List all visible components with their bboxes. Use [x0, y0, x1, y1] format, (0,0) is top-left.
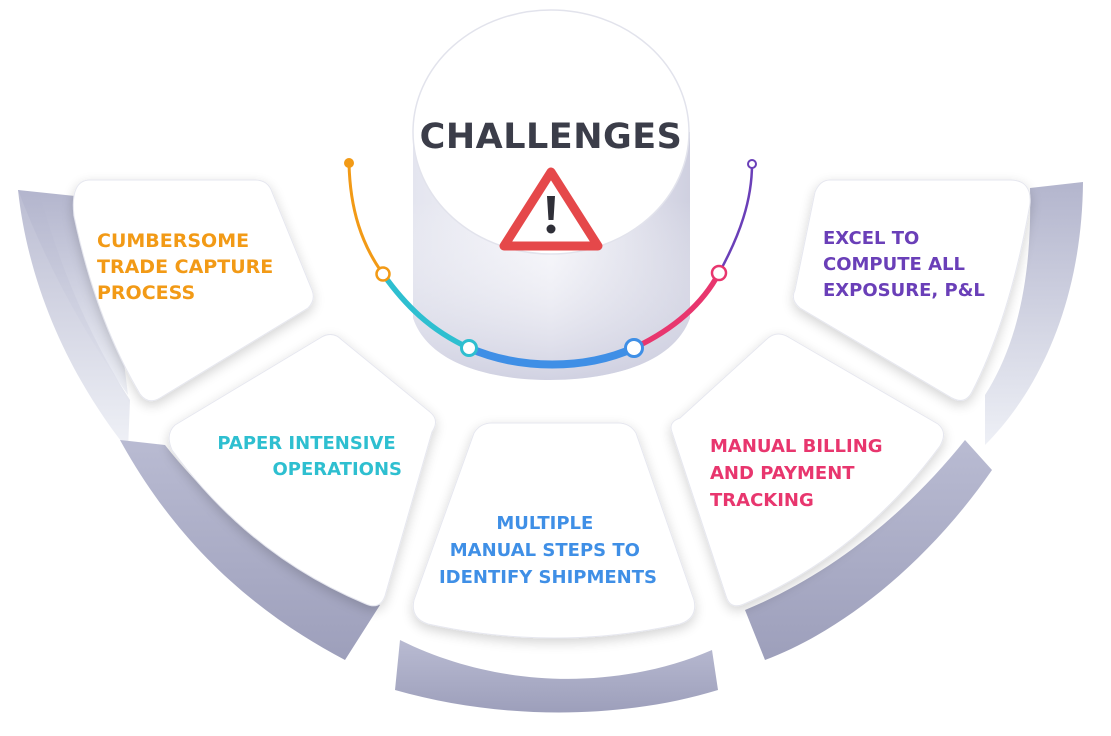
- label-trade-capture: CUMBERSOME TRADE CAPTURE PROCESS: [97, 230, 280, 304]
- center-hub: CHALLENGES: [412, 9, 690, 380]
- card-trade-capture: [72, 179, 314, 402]
- arc-pink: [631, 270, 722, 351]
- page-title: CHALLENGES: [420, 117, 683, 157]
- rim-segment-lower-right: [745, 440, 992, 660]
- label-excel-exposure: EXCEL TO COMPUTE ALL EXPOSURE, P&L: [823, 228, 985, 301]
- connector-arc: [344, 158, 757, 369]
- arc-node-blue: [624, 338, 644, 358]
- rim-segment-right: [985, 182, 1083, 445]
- card-identify-shipments: [412, 422, 696, 639]
- label-paper-operations: PAPER INTENSIVE OPERATIONS: [217, 433, 402, 480]
- arc-cyan: [380, 271, 472, 351]
- arc-endpoint-orange: [344, 158, 354, 168]
- card-excel-exposure: [792, 179, 1031, 401]
- label-identify-shipments: MULTIPLE MANUAL STEPS TO IDENTIFY SHIPME…: [439, 513, 657, 588]
- arc-blue: [465, 344, 638, 369]
- warning-icon: [499, 167, 603, 251]
- cards: [72, 179, 1031, 639]
- card-billing-payment: [670, 333, 944, 607]
- arc-endpoint-purple: [747, 159, 757, 169]
- arc-node-cyan: [460, 339, 478, 357]
- arc-purple: [717, 162, 754, 275]
- arc-node-pink: [710, 264, 728, 282]
- challenge-labels: CUMBERSOME TRADE CAPTURE PROCESS PAPER I…: [97, 228, 985, 588]
- label-billing-payment: MANUAL BILLING AND PAYMENT TRACKING: [710, 436, 889, 511]
- arc-orange: [347, 161, 385, 276]
- arc-node-orange: [375, 266, 391, 282]
- outer-rim: [18, 182, 1083, 713]
- hub-top: [412, 9, 690, 255]
- rim-segment-bottom: [395, 640, 718, 713]
- card-paper-operations: [168, 334, 436, 607]
- rim-segment-lower-left: [120, 440, 380, 660]
